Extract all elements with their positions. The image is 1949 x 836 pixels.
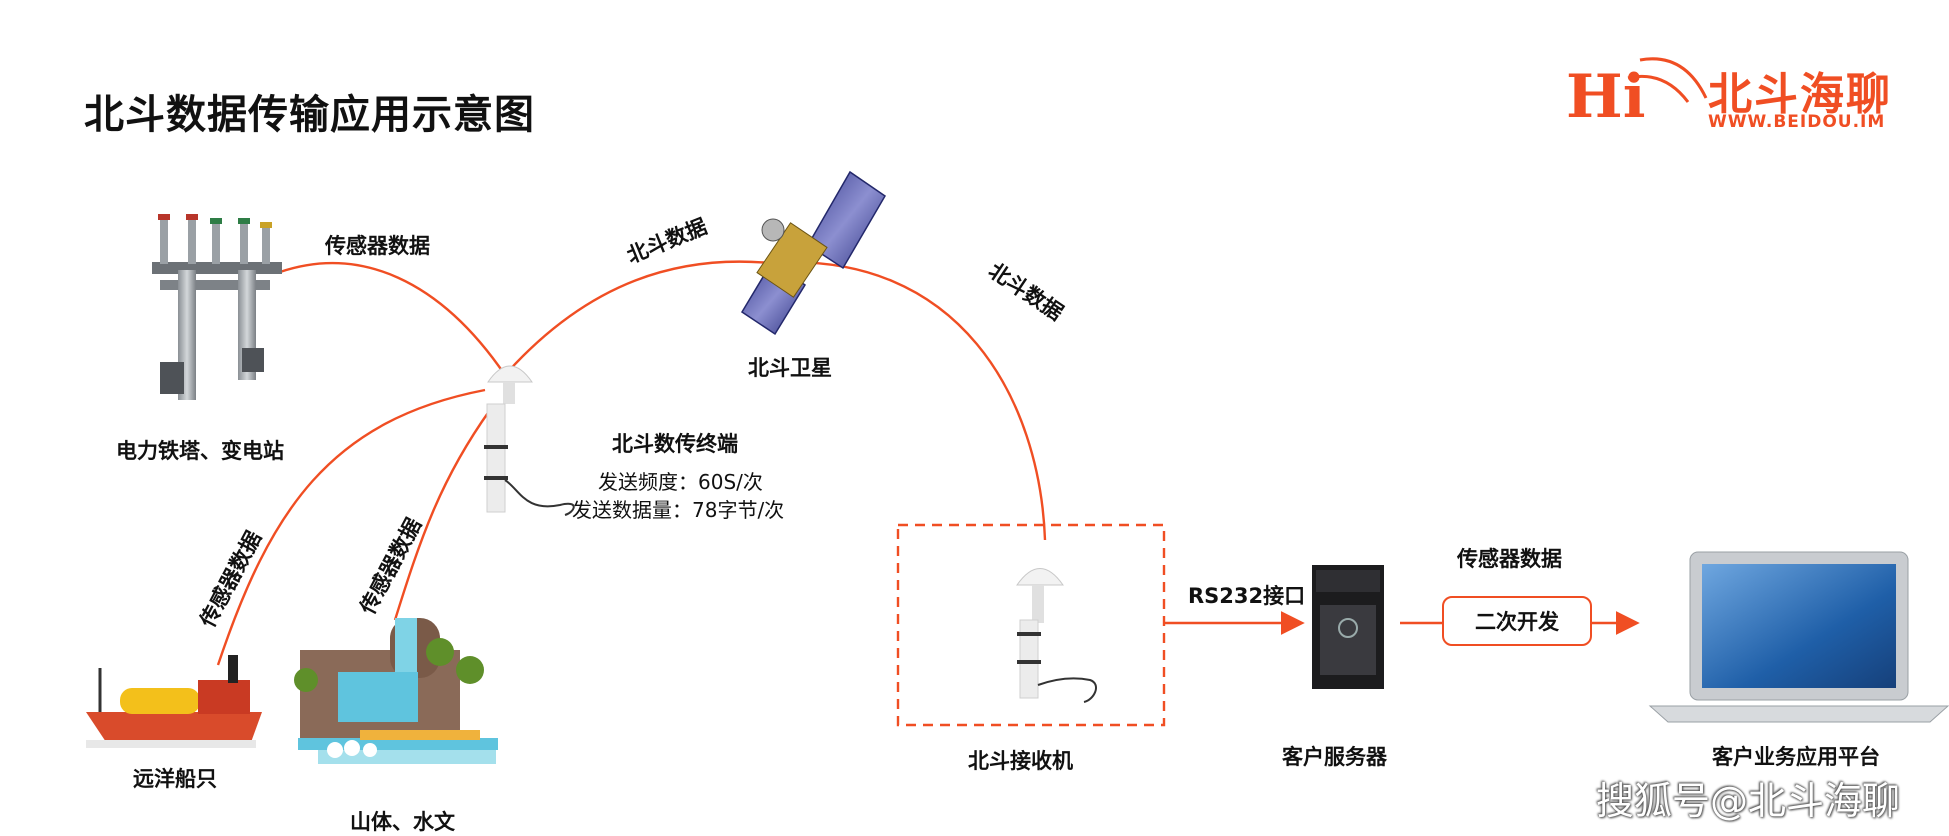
link-label-platform-sensor: 传感器数据 xyxy=(1457,547,1562,571)
ship-illustration xyxy=(86,655,262,748)
node-label-tower: 电力铁塔、变电站 xyxy=(116,439,284,463)
node-label-platform: 客户业务应用平台 xyxy=(1712,745,1880,769)
terminal-data-amount: 发送数据量：78字节/次 xyxy=(572,498,785,522)
link-curves xyxy=(216,260,1640,666)
receiver-device-illustration xyxy=(1016,568,1098,703)
page-title: 北斗数据传输应用示意图 xyxy=(84,92,535,138)
node-label-satellite: 北斗卫星 xyxy=(748,356,832,380)
node-label-server: 客户服务器 xyxy=(1282,745,1387,769)
curve-tower-terminal xyxy=(279,262,506,376)
link-label-tower-sensor: 传感器数据 xyxy=(325,234,430,258)
logo-hi-text: Hi xyxy=(1566,62,1646,132)
receiver-dashed-box xyxy=(896,523,1166,727)
node-label-ship: 远洋船只 xyxy=(133,767,217,791)
power-tower-illustration xyxy=(152,214,282,400)
node-label-mountain: 山体、水文 xyxy=(350,810,455,834)
logo-url: WWW.BEIDOU.IM xyxy=(1708,112,1886,132)
terminal-frequency: 发送频度：60S/次 xyxy=(598,470,763,494)
logo-brand-name: 北斗海聊 xyxy=(1708,69,1892,120)
curve-ship-terminal xyxy=(216,388,486,666)
terminal-device-illustration xyxy=(484,365,575,516)
watermark: 搜狐号@北斗海聊 xyxy=(1596,779,1901,823)
satellite-illustration xyxy=(740,170,886,336)
curve-satellite-receiver xyxy=(769,261,1047,541)
mountain-illustration xyxy=(294,618,498,764)
server-illustration xyxy=(1312,565,1384,689)
laptop-illustration xyxy=(1648,551,1949,723)
node-label-terminal: 北斗数传终端 xyxy=(612,432,738,456)
curve-mountain-terminal xyxy=(393,409,491,621)
dev-box: 二次开发 xyxy=(1442,596,1592,646)
node-label-receiver: 北斗接收机 xyxy=(968,749,1073,773)
logo-mark xyxy=(1627,57,1708,103)
link-label-rs232: RS232接口 xyxy=(1188,584,1306,608)
curve-terminal-satellite xyxy=(504,260,771,376)
